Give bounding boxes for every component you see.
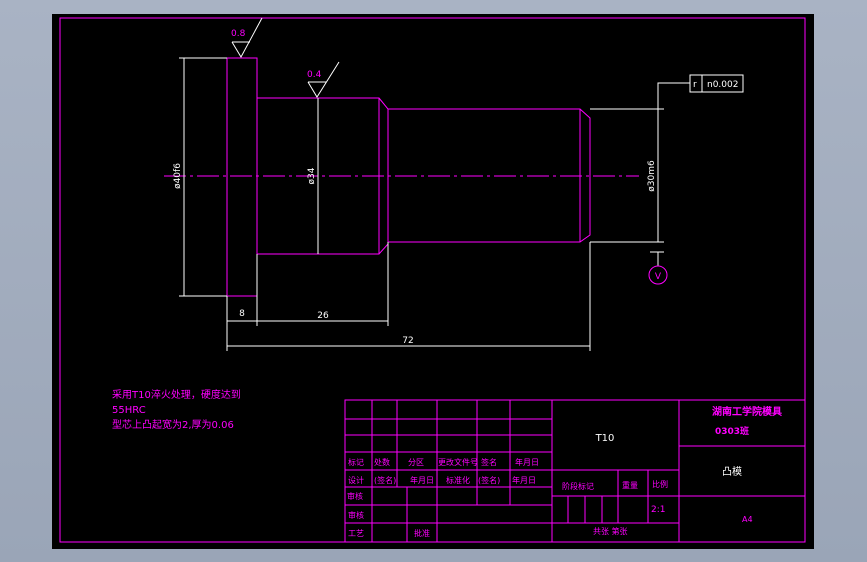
part-name-label: 凸模 bbox=[722, 466, 742, 478]
roughness-left-label: 0.8 bbox=[231, 29, 246, 39]
tb-zone: 分区 bbox=[408, 458, 424, 467]
tb-weight: 重量 bbox=[622, 480, 638, 490]
diameter-dims bbox=[179, 57, 664, 297]
tb-signature: 签名 bbox=[481, 457, 497, 467]
tolerance-value: n0.002 bbox=[707, 80, 738, 90]
drawing-viewport[interactable]: ø40f6 ø34 ø30m6 8 26 72 0.8 0.4 r n0.002… bbox=[52, 14, 814, 549]
tb-scale-label: 比例 bbox=[652, 479, 668, 489]
tb-sheet-size: A4 bbox=[742, 515, 753, 524]
tb-design: 设计 bbox=[348, 475, 364, 485]
len-72-label: 72 bbox=[402, 336, 413, 346]
note-line-3: 型芯上凸起宽为2,厚为0.06 bbox=[112, 418, 234, 431]
tb-date: 年月日 bbox=[515, 457, 539, 467]
tb-review-0: 审核 bbox=[347, 491, 363, 501]
datum-symbol bbox=[648, 251, 668, 285]
roughness-symbol-middle bbox=[307, 61, 340, 98]
tb-approve: 批准 bbox=[414, 528, 430, 538]
material-label: T10 bbox=[595, 433, 615, 444]
class-label: 0303班 bbox=[715, 425, 749, 437]
len-8-label: 8 bbox=[239, 309, 245, 319]
roughness-middle-label: 0.4 bbox=[307, 70, 322, 80]
tb-standard-date: 年月日 bbox=[512, 475, 536, 485]
tb-count: 处数 bbox=[374, 457, 390, 467]
title-block bbox=[344, 399, 806, 543]
datum-label: V bbox=[655, 272, 662, 282]
note-line-1: 采用T10淬火处理，硬度达到 bbox=[112, 388, 241, 401]
tb-review-1: 审核 bbox=[348, 510, 364, 520]
roughness-symbol-left bbox=[231, 17, 263, 59]
drawing-frame bbox=[59, 17, 806, 543]
length-dims bbox=[226, 242, 591, 351]
note-line-2: 55HRC bbox=[112, 405, 146, 416]
tolerance-frame bbox=[657, 74, 744, 109]
dia-mid-label: ø34 bbox=[307, 167, 317, 184]
tb-change-doc: 更改文件号 bbox=[438, 457, 478, 467]
tb-process: 工艺 bbox=[348, 529, 364, 538]
tolerance-symbol: r bbox=[693, 80, 697, 90]
school-label: 湖南工学院模具 bbox=[712, 405, 782, 418]
tb-design-date: 年月日 bbox=[410, 475, 434, 485]
tb-sheets: 共张 第张 bbox=[593, 526, 628, 536]
tb-standard: 标准化 bbox=[446, 475, 470, 485]
tb-standard-sign: (签名) bbox=[478, 475, 500, 485]
tb-design-sign: (签名) bbox=[374, 475, 396, 485]
tb-stage-mark: 阶段标记 bbox=[562, 481, 594, 491]
dia-right-label: ø30m6 bbox=[647, 160, 657, 192]
len-26-label: 26 bbox=[317, 311, 329, 321]
dia-left-label: ø40f6 bbox=[173, 163, 183, 189]
cad-drawing: ø40f6 ø34 ø30m6 8 26 72 0.8 0.4 r n0.002… bbox=[59, 17, 806, 543]
part-outline bbox=[226, 57, 591, 297]
tb-mark: 标记 bbox=[348, 457, 364, 467]
tb-scale-value: 2:1 bbox=[651, 505, 665, 515]
